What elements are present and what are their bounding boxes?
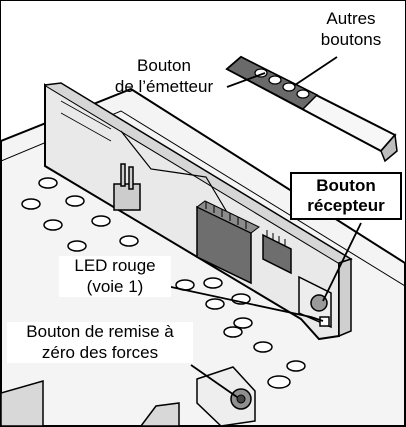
receiver-button-line2: récepteur <box>307 196 385 216</box>
header-pins <box>113 163 141 211</box>
leader-force-reset <box>190 364 238 398</box>
leader-lines <box>156 56 362 398</box>
force-reset-line2: zéro des forces <box>41 342 159 362</box>
leader-receiver-button <box>322 222 362 302</box>
red-led <box>319 316 330 327</box>
red-led-line1: LED rouge <box>74 256 156 275</box>
force-reset-label: Bouton de remise à zéro des forces <box>7 322 193 364</box>
leader-red-led <box>156 283 324 322</box>
leader-transmitter-button <box>226 72 266 88</box>
terminal-block <box>1 380 180 426</box>
other-buttons-label: Autres boutons <box>299 9 403 50</box>
small-chip <box>262 230 292 275</box>
red-led-label: LED rouge (voie 1) <box>59 256 171 298</box>
processor-chip <box>196 200 260 285</box>
force-reset-line1: Bouton de remise à <box>26 322 174 341</box>
transmitter-button-line2: de l’émetteur <box>114 76 214 96</box>
red-led-line2: (voie 1) <box>86 276 144 296</box>
other-buttons-line2: boutons <box>320 29 382 49</box>
leader-other-buttons <box>294 56 338 86</box>
receiver-button-line1: Bouton <box>316 176 376 195</box>
other-buttons-line1: Autres <box>326 9 376 28</box>
transmitter-button-line1: Bouton <box>137 56 191 75</box>
remote-transmitter <box>225 55 398 163</box>
transmitter-button-label: Bouton de l’émetteur <box>97 56 231 97</box>
force-reset-assembly <box>196 366 256 426</box>
receiver-button-label: Bouton récepteur <box>290 172 402 221</box>
